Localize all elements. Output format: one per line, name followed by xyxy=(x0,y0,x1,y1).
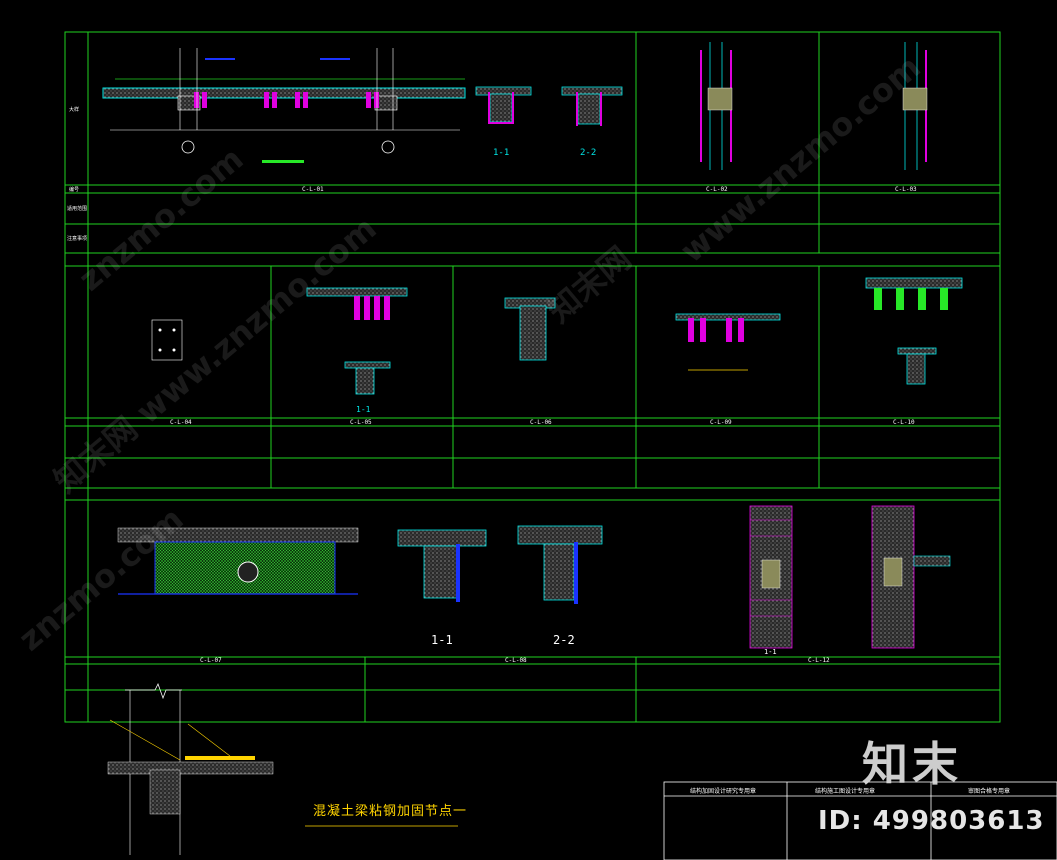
watermark-id: ID: 499803613 xyxy=(818,806,1045,836)
code-c-l-06: C-L-06 xyxy=(530,419,552,426)
code-c-l-10: C-L-10 xyxy=(893,419,915,426)
detail-beam-top-strips xyxy=(306,287,408,395)
drawing-title: 混凝土梁粘钢加固节点一 xyxy=(313,804,468,819)
detail-beam-u-hoops xyxy=(675,313,781,371)
detail-column-02 xyxy=(700,42,733,170)
code-c-l-03: C-L-03 xyxy=(895,186,917,193)
section-label-2-2-c: 2-2 xyxy=(553,633,575,647)
detail-beam-green-strips xyxy=(865,277,963,385)
section-label-2-2-a: 2-2 xyxy=(580,148,597,158)
row-label-scope: 适用范围 xyxy=(67,206,88,212)
code-c-l-08: C-L-08 xyxy=(505,657,527,664)
code-c-l-09: C-L-09 xyxy=(710,419,732,426)
code-c-l-07: C-L-07 xyxy=(200,657,222,664)
title-block xyxy=(663,781,1057,860)
code-c-l-04: C-L-04 xyxy=(170,419,192,426)
watermark-brand: 知末 xyxy=(862,737,962,791)
section-2-2-band1 xyxy=(561,86,623,126)
section-label-1-1-c: 1-1 xyxy=(431,633,453,647)
detail-column-joint-13 xyxy=(871,505,951,649)
code-c-l-12: C-L-12 xyxy=(808,657,830,664)
detail-beam-longitudinal xyxy=(102,48,466,163)
drawing-frame xyxy=(64,31,1001,723)
row-label-number: 编号 xyxy=(69,187,80,193)
section-label-1-1-a: 1-1 xyxy=(493,148,510,158)
section-2-2-band3 xyxy=(517,525,603,604)
detail-beam-steel-bonding xyxy=(107,682,458,855)
section-label-1-1-d: 1-1 xyxy=(764,648,777,656)
title-block-cell-2: 结构施工图设计专用章 xyxy=(815,788,876,795)
section-1-1-band3 xyxy=(397,529,487,602)
row-label-notes: 注意事项 xyxy=(67,236,88,242)
detail-column-03 xyxy=(902,42,928,170)
section-1-1-band1 xyxy=(475,86,532,124)
title-block-cell-1: 结构加固设计研究专用章 xyxy=(690,788,757,795)
detail-wall-mesh xyxy=(117,527,359,595)
row-label-view: 大样 xyxy=(69,107,80,113)
detail-bolt-plate xyxy=(151,319,183,361)
title-block-cell-3: 审图合格专用章 xyxy=(968,788,1011,795)
code-c-l-05: C-L-05 xyxy=(350,419,372,426)
code-c-l-02: C-L-02 xyxy=(706,186,728,193)
detail-beam-end xyxy=(504,297,556,361)
code-c-l-01: C-L-01 xyxy=(302,186,324,193)
detail-column-joint-12 xyxy=(749,505,793,649)
section-label-1-1-b: 1-1 xyxy=(356,405,371,414)
